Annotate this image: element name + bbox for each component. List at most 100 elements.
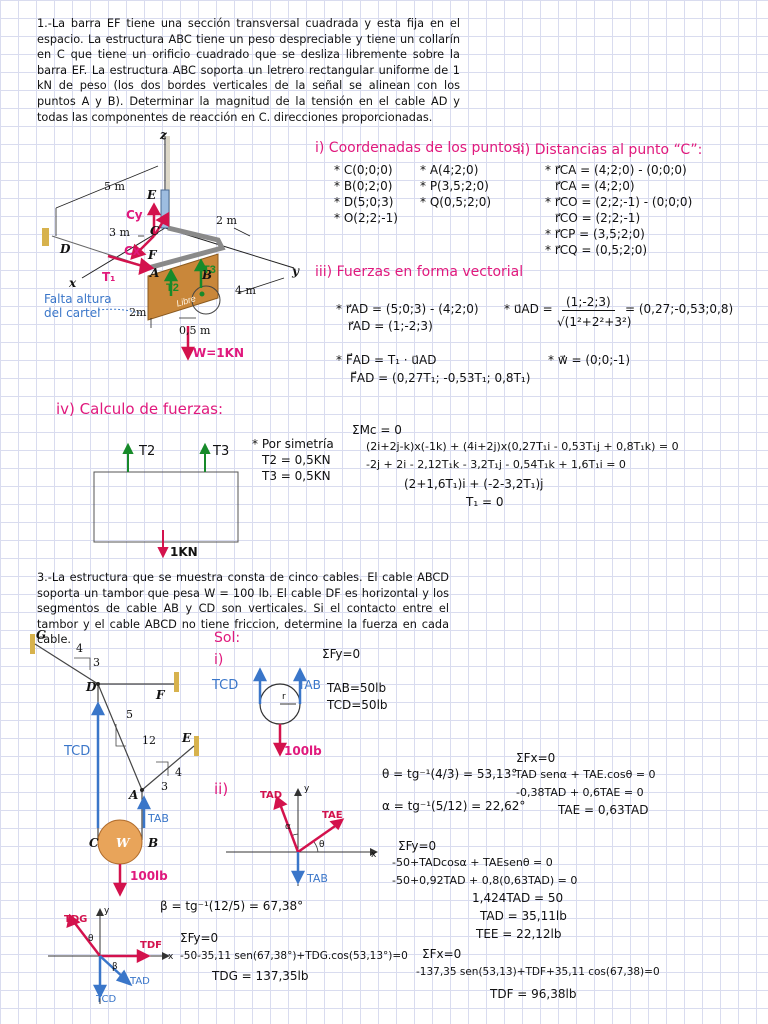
axis-x-label: x [69, 276, 77, 290]
p3-dim-3: 3 [93, 656, 100, 669]
fbd3-tdg: TDG [64, 914, 88, 925]
dim-5m: 5 m [104, 180, 125, 193]
p3-point-d: D [86, 680, 97, 694]
sol-label: Sol: [214, 630, 241, 646]
sign-free-body-diagram [93, 442, 239, 559]
coord-p: * P(3,5;2;0) [420, 179, 489, 193]
dim-2m-sign: 2m [129, 306, 147, 319]
dim-4m: 4 m [235, 284, 256, 297]
uad-prefix: * u⃗AD = [504, 302, 553, 316]
fbd3-tdf: TDF [140, 940, 162, 951]
coords-right-list: * A(4;2;0) * P(3,5;2;0) * Q(0,5;2;0) [420, 162, 491, 210]
moment-eq-4: (2+1,6T₁)i + (-2-3,2T₁)j [404, 477, 544, 491]
fbd3-theta: θ [88, 934, 94, 944]
p3-tab-label: TAB [148, 812, 169, 825]
point-e: E [147, 188, 157, 202]
distances-title: ii) Distancias al punto “C”: [517, 142, 703, 158]
fbd3-tad: TAD [130, 976, 150, 987]
point-f: F [148, 248, 157, 262]
problem-3-statement: 3.-La estructura que se muestra consta d… [37, 571, 449, 647]
dist-line-2: r⃗CA = (4;2;0) [555, 179, 635, 193]
t2-label: T2 [166, 282, 179, 294]
t1-result: T₁ = 0 [466, 495, 504, 509]
tee-result: TEE = 22,12lb [476, 927, 562, 941]
fbd2-alpha: α [285, 822, 291, 832]
moment-eq-1: ΣMc = 0 [352, 423, 402, 437]
coord-q: * Q(0,5;2;0) [420, 195, 492, 209]
t3-value: T3 = 0,5KN [262, 469, 331, 483]
tdg-result: TDG = 137,35lb [212, 969, 309, 983]
angle-alpha: α = tg⁻¹(5/12) = 22,62° [382, 799, 526, 813]
t2-value: T2 = 0,5KN [262, 453, 331, 467]
fad-line-2: F⃗AD = (0,27T₁; -0,53T₁; 0,8T₁) [350, 371, 531, 385]
part-2-label: ii) [214, 780, 229, 798]
fy3-sum: ΣFy=0 [180, 931, 219, 945]
fad-line-1: * F⃗AD = T₁ · u⃗AD [336, 353, 437, 367]
p3-point-c: C [89, 836, 99, 850]
part1-eq-tcd: TCD=50lb [327, 698, 388, 712]
vector-forces-title: iii) Fuerzas en forma vectorial [315, 264, 524, 280]
p3-point-e: E [182, 731, 192, 745]
fbd3-tcd: TCD [96, 994, 117, 1005]
fbd-t2-label: T2 [139, 444, 156, 459]
symmetry-block: * Por simetría T2 = 0,5KN T3 = 0,5KN [252, 436, 334, 484]
rad-line-2: r⃗AD = (1;-2;3) [348, 319, 433, 333]
p3-dim-5: 5 [126, 708, 133, 721]
dist-line-1: * r⃗CA = (4;2;0) - (0;0;0) [545, 163, 687, 177]
fy-eq-1: -50+TADcosα + TAEsenθ = 0 [392, 856, 553, 869]
fbd3-y: y [104, 906, 110, 916]
rad-line-1: * r⃗AD = (5;0;3) - (4;2;0) [336, 302, 479, 316]
problem-3-figure [30, 634, 199, 897]
symmetry-line: * Por simetría [252, 437, 334, 451]
part1-load: 100lb [284, 744, 322, 758]
part1-tab: TAB [298, 678, 321, 692]
p3-point-b: B [148, 836, 159, 850]
dim-3m: 3 m [109, 226, 130, 239]
fbd2-tae: TAE [322, 810, 343, 821]
problem-1-statement: 1.-La barra EF tiene una sección transve… [37, 17, 460, 124]
axis-z-label: z [160, 128, 167, 142]
fbd3-beta: β [112, 962, 118, 972]
weight-label: W=1KN [193, 346, 244, 360]
part-1-label: i) [214, 652, 224, 668]
w-vector-line: * w⃗ = (0;0;-1) [548, 353, 630, 367]
distances-list: * r⃗CA = (4;2;0) - (0;0;0) r⃗CA = (4;2;0… [545, 162, 692, 258]
tad-result: TAD = 35,11lb [480, 909, 567, 923]
angle-theta: θ = tg⁻¹(4/3) = 53,13° [382, 767, 518, 781]
point-b: B [202, 268, 213, 282]
fx-sum: ΣFx=0 [516, 751, 556, 765]
coords-title: i) Coordenadas de los puntos: [315, 140, 525, 156]
p3-dim-3b: 3 [161, 780, 168, 793]
p3-drum-w: W [116, 836, 130, 850]
beta-angle: β = tg⁻¹(12/5) = 67,38° [160, 899, 304, 913]
moment-eq-2: (2i+2j-k)x(-1k) + (4i+2j)x(0,27T₁i - 0,5… [366, 440, 679, 453]
fbd2-y: y [304, 784, 310, 794]
p3-dim-4b: 4 [175, 766, 182, 779]
fy3-eq: -50-35,11 sen(67,38°)+TDG.cos(53,13°)=0 [180, 950, 408, 962]
fy-eq-2: -50+0,92TAD + 0,8(0,63TAD) = 0 [392, 874, 578, 887]
cx-label: Cx [124, 244, 141, 258]
dim-05m: 0,5 m [179, 324, 211, 337]
fx-eq-1: -TAD senα + TAE.cosθ = 0 [512, 768, 656, 781]
uad-denominator: √(1²+2²+3²) [557, 315, 632, 329]
p3-dim-4: 4 [76, 642, 83, 655]
part1-radius: r [282, 692, 286, 702]
p3-tcd-label: TCD [64, 744, 91, 759]
fbd2-tad: TAD [260, 790, 283, 801]
point-a: A [150, 266, 160, 280]
point-d-free-body-diagram [48, 908, 170, 1004]
fbd2-theta: θ [319, 840, 325, 850]
cy-label: Cy [126, 208, 143, 222]
fy-sum: ΣFy=0 [398, 839, 437, 853]
tdf-result: TDF = 96,38lb [490, 987, 577, 1001]
calc-title: iv) Calculo de fuerzas: [56, 400, 223, 418]
fx-eq-2: -0,38TAD + 0,6TAE = 0 [516, 786, 644, 799]
fx3-eq: -137,35 sen(53,13)+TDF+35,11 cos(67,38)=… [416, 966, 660, 978]
part1-eq-sum: ΣFy=0 [322, 647, 361, 661]
coord-a: * A(4;2;0) [420, 163, 479, 177]
p3-dim-12: 12 [142, 734, 156, 747]
fx-result: TAE = 0,63TAD [558, 803, 649, 817]
fbd2-tab: TAB [307, 872, 328, 885]
fx3-sum: ΣFx=0 [422, 947, 462, 961]
axis-y-label: y [292, 264, 299, 278]
